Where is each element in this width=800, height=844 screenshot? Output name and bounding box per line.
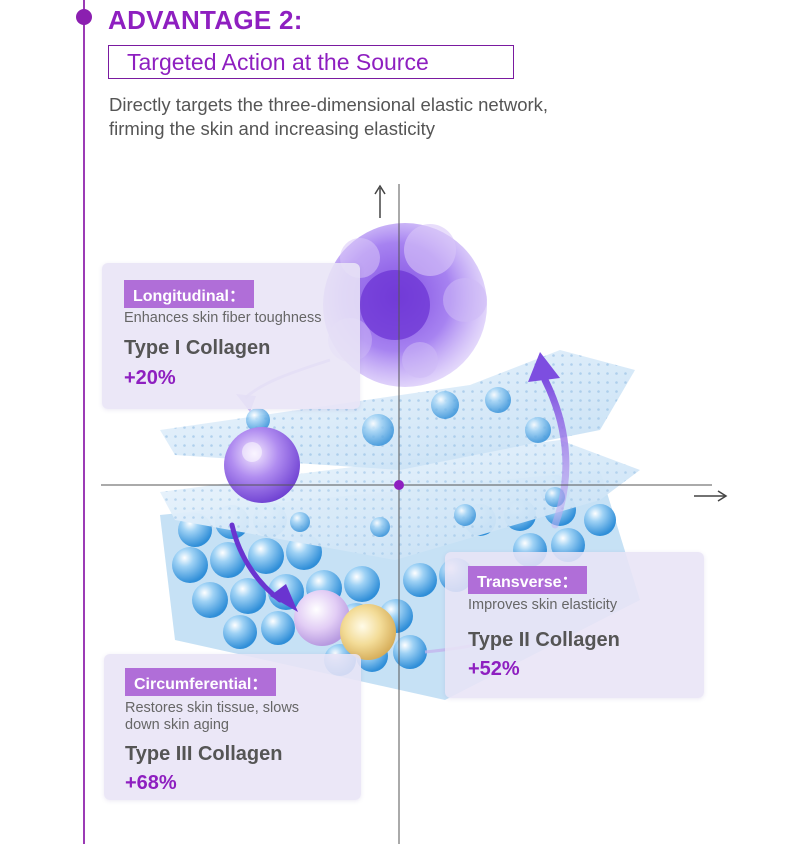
- description-line: firming the skin and increasing elastici…: [109, 118, 435, 139]
- card-type: Type I Collagen: [124, 337, 271, 359]
- lower-sheet: [160, 440, 640, 560]
- timeline-line: [83, 0, 85, 844]
- card-description-line: down skin aging: [125, 717, 229, 733]
- subtitle-box: Targeted Action at the Source: [108, 45, 514, 79]
- gold-sphere: [340, 604, 396, 660]
- timeline-dot: [76, 9, 92, 25]
- page-title: ADVANTAGE 2:: [108, 5, 303, 35]
- card-description-line: Restores skin tissue, slows: [125, 700, 300, 716]
- card-description: Improves skin elasticity: [468, 597, 617, 614]
- card-description-line: Enhances skin fiber toughness: [124, 310, 322, 326]
- card-description: Enhances skin fiber toughness: [124, 310, 322, 327]
- description-line: Directly targets the three-dimensional e…: [109, 94, 549, 115]
- card-percent: +20%: [124, 367, 176, 389]
- card-type: Type III Collagen: [125, 743, 283, 765]
- card-percent: +68%: [125, 772, 177, 794]
- purple-molecule: [323, 223, 487, 387]
- purple-sphere: [224, 427, 300, 503]
- flow-arrows: [229, 352, 570, 654]
- card-circumferential: Circumferential： Restores skin tissue, s…: [104, 654, 361, 800]
- card-transverse: Transverse： Improves skin elasticity Typ…: [445, 552, 704, 698]
- card-longitudinal: Longitudinal： Enhances skin fiber toughn…: [102, 263, 360, 409]
- card-tag: Transverse：: [468, 566, 587, 594]
- card-description: Restores skin tissue, slows down skin ag…: [125, 700, 299, 734]
- axes: [101, 184, 728, 844]
- card-percent: +52%: [468, 658, 520, 680]
- description: Directly targets the three-dimensional e…: [109, 93, 548, 141]
- card-tag: Circumferential：: [125, 668, 277, 696]
- subtitle: Targeted Action at the Source: [127, 49, 429, 75]
- card-description-line: Improves skin elasticity: [468, 597, 618, 613]
- card-tag: Longitudinal：: [124, 280, 254, 308]
- lilac-sphere: [294, 590, 350, 646]
- card-type: Type II Collagen: [468, 629, 620, 651]
